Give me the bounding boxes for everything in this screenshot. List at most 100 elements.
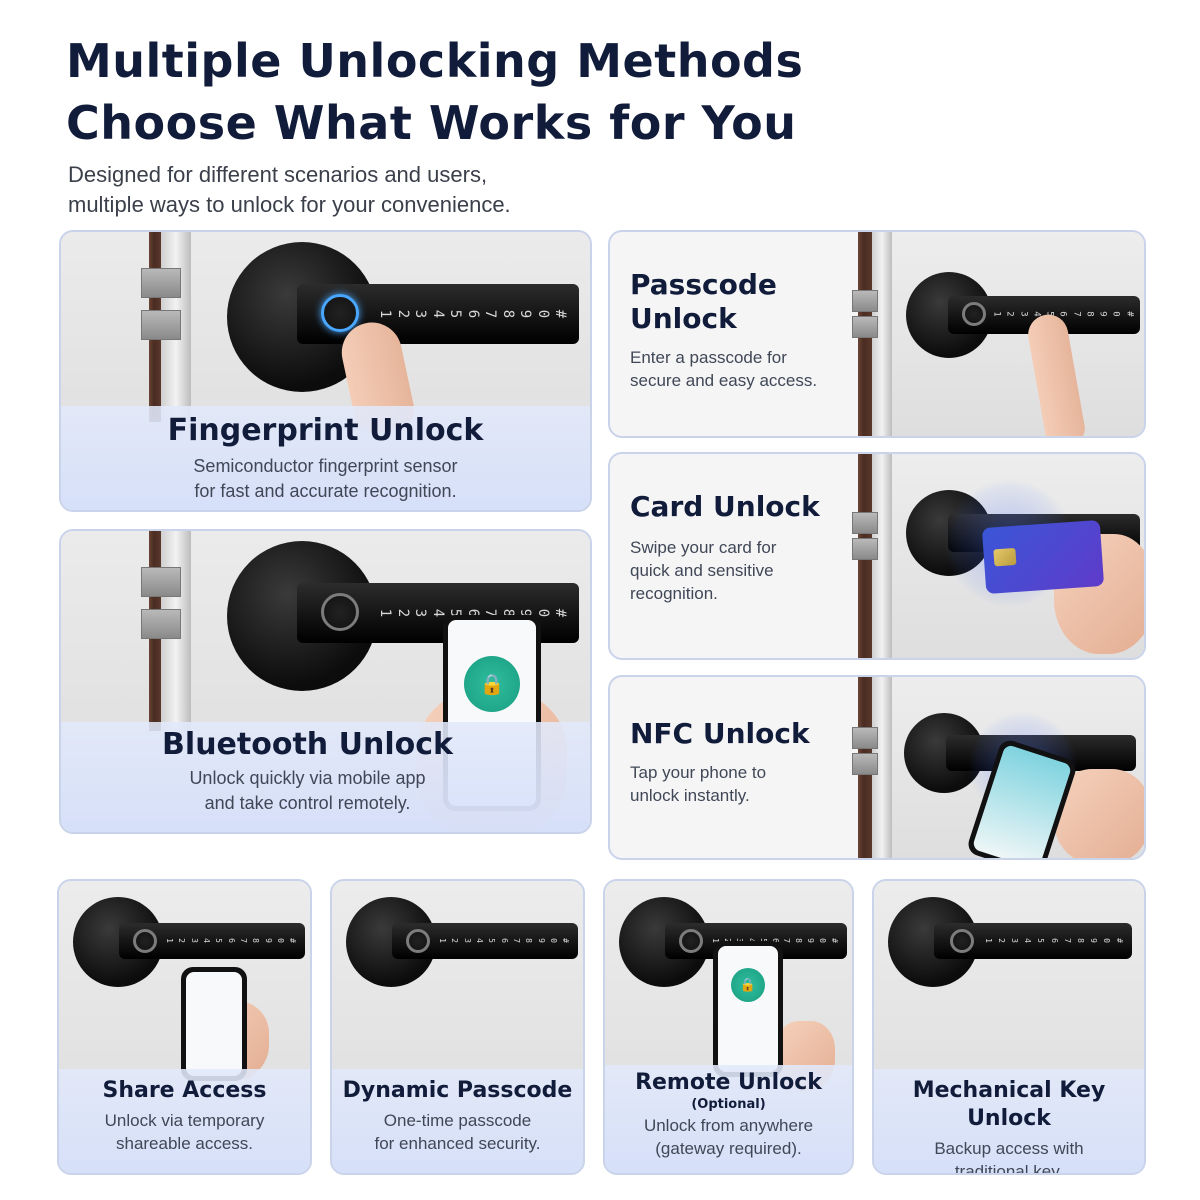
mechanical-title: Mechanical Key Unlock — [912, 1078, 1106, 1131]
mechanical-desc-line-2: traditional key. — [954, 1162, 1064, 1175]
card-chip — [993, 547, 1017, 567]
latch — [141, 268, 181, 298]
latch — [852, 316, 878, 338]
keypad-digit: 7 — [1071, 311, 1082, 317]
nfc-title: NFC Unlock — [630, 717, 810, 750]
keypad-digit: 0 — [1110, 311, 1121, 317]
fingerprint-sensor-icon — [321, 593, 359, 631]
keypad-digit: 4 — [201, 938, 211, 943]
keypad-digit: 0 — [535, 608, 552, 618]
keypad-digit: 0 — [548, 938, 558, 943]
dynamic-title: Dynamic Passcode — [342, 1078, 573, 1103]
keypad-digit: 3 — [1010, 938, 1020, 943]
mechanical-desc-line-1: Backup access with — [934, 1139, 1084, 1158]
keypad-digit: 7 — [482, 309, 499, 319]
keypad-digit: 9 — [536, 938, 546, 943]
keypad-digit: # — [1124, 311, 1135, 317]
latch — [852, 753, 878, 775]
door-frame — [872, 677, 892, 858]
keypad-digit: 1 — [983, 938, 993, 943]
dynamic-desc-line-1: One-time passcode — [383, 1111, 532, 1130]
app-screen: 🔒 — [718, 946, 778, 1072]
keypad-digit: # — [552, 608, 569, 618]
bluetooth-label-panel: Bluetooth Unlock Unlock quickly via mobi… — [61, 722, 590, 832]
remote-title: Remote Unlock — [635, 1070, 822, 1095]
keypad-digit: 3 — [1018, 311, 1029, 317]
remote-optional-note: (Optional) — [691, 1097, 766, 1112]
latch — [141, 609, 181, 639]
card-desc-line-2: quick and sensitive — [630, 561, 774, 580]
access-card — [981, 519, 1105, 595]
app-screen — [186, 972, 242, 1076]
nfc-desc-line-2: unlock instantly. — [630, 786, 750, 805]
keypad-digit: 6 — [499, 938, 509, 943]
passcode-title-line-2: Unlock — [630, 302, 737, 335]
keypad-digit: 4 — [429, 608, 446, 618]
nfc-text: NFC Unlock Tap your phone to unlock inst… — [630, 717, 860, 807]
fingerprint-sensor-icon — [962, 302, 986, 326]
subheadline-line-1: Designed for different scenarios and use… — [68, 162, 488, 187]
door-frame — [872, 454, 892, 658]
passcode-desc-line-1: Enter a passcode for — [630, 348, 787, 367]
keypad-digit: 0 — [535, 309, 552, 319]
passcode-desc-line-2: secure and easy access. — [630, 371, 818, 390]
keypad-digit: 0 — [818, 938, 828, 943]
keypad-digit: 8 — [1075, 938, 1085, 943]
keypad-digit: 9 — [806, 938, 816, 943]
keypad-digit: 3 — [462, 938, 472, 943]
passcode-title-line-1: Passcode — [630, 268, 777, 301]
keypad-digit: 5 — [214, 938, 224, 943]
keypad-digit: 7 — [238, 938, 248, 943]
keypad-digit: 9 — [1088, 938, 1098, 943]
keypad-digit: 9 — [1097, 311, 1108, 317]
headline: Multiple Unlocking Methods Choose What W… — [66, 30, 966, 154]
keypad-digit: 1 — [377, 608, 394, 618]
nfc-card: NFC Unlock Tap your phone to unlock inst… — [608, 675, 1146, 860]
remote-desc-line-1: Unlock from anywhere — [643, 1116, 814, 1135]
share-title: Share Access — [102, 1078, 267, 1103]
card-unlock-card: Card Unlock Swipe your card for quick an… — [608, 452, 1146, 660]
keypad-digit: 1 — [991, 311, 1002, 317]
keypad-digit: 2 — [1004, 311, 1015, 317]
keypad-digit: 2 — [450, 938, 460, 943]
keypad-digit: 4 — [474, 938, 484, 943]
keypad-digit: 7 — [1062, 938, 1072, 943]
bluetooth-desc-line-2: and take control remotely. — [204, 793, 411, 813]
keypad-digit: 2 — [394, 309, 411, 319]
latch — [141, 567, 181, 597]
fingerprint-desc-line-2: for fast and accurate recognition. — [194, 481, 457, 501]
keypad-digit: 9 — [517, 309, 534, 319]
fingerprint-desc-line-1: Semiconductor fingerprint sensor — [193, 456, 458, 476]
dynamic-desc-line-2: for enhanced security. — [374, 1134, 541, 1153]
keypad-digit: 3 — [412, 309, 429, 319]
keypad-digit: 6 — [226, 938, 236, 943]
latch — [141, 310, 181, 340]
latch — [852, 512, 878, 534]
keypad-digit: 2 — [997, 938, 1007, 943]
headline-line-2: Choose What Works for You — [66, 96, 797, 150]
passcode-text: Passcode Unlock Enter a passcode for sec… — [630, 268, 860, 392]
dynamic-label-panel: Dynamic Passcode One-time passcode for e… — [332, 1069, 583, 1173]
keypad-digit: 8 — [794, 938, 804, 943]
keypad-digit: # — [288, 938, 298, 943]
keypad-digit: 6 — [1049, 938, 1059, 943]
fingerprint-sensor-icon — [679, 929, 703, 953]
keypad-digit: 5 — [447, 309, 464, 319]
keypad-digit: 0 — [275, 938, 285, 943]
mechanical-label-panel: Mechanical Key Unlock Backup access with… — [874, 1069, 1144, 1173]
keypad-digit: 5 — [487, 938, 497, 943]
keypad-digit: 9 — [263, 938, 273, 943]
keypad-digit: 2 — [177, 938, 187, 943]
card-title: Card Unlock — [630, 490, 820, 523]
latch — [852, 290, 878, 312]
keypad-digit: # — [561, 938, 571, 943]
fingerprint-title: Fingerprint Unlock — [167, 413, 484, 448]
fingerprint-sensor-icon — [406, 929, 430, 953]
share-desc-line-2: shareable access. — [115, 1134, 254, 1153]
